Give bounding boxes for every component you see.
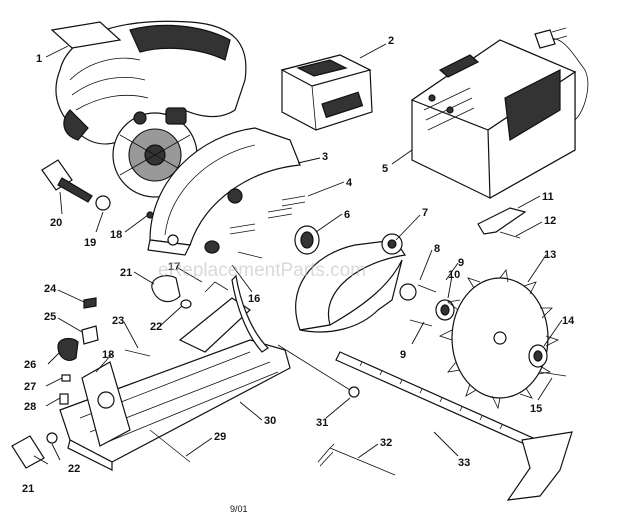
callout-label: 19 xyxy=(84,237,96,249)
callout-label: 5 xyxy=(382,163,388,175)
callout-label: 18 xyxy=(102,349,114,361)
battery-charger xyxy=(410,27,589,200)
outer-washer xyxy=(528,344,548,368)
callout-label: 18 xyxy=(110,229,122,241)
edge-guide xyxy=(335,351,573,501)
watermark-text: eReplacementParts.com xyxy=(158,260,366,281)
callout-label: 30 xyxy=(264,415,276,427)
callout-label: 17 xyxy=(168,261,180,273)
callout-label: 26 xyxy=(24,359,36,371)
blade-hub-parts xyxy=(399,283,455,327)
callout-label: 2 xyxy=(388,35,394,47)
upper-blade-guard xyxy=(147,127,301,256)
depth-lock-parts xyxy=(57,297,99,405)
callout-label: 1 xyxy=(36,53,42,65)
callout-label: 12 xyxy=(544,215,556,227)
pins-shafts xyxy=(149,274,360,463)
callout-label: 4 xyxy=(346,177,353,189)
callout-label: 32 xyxy=(380,437,392,449)
callout-label: 14 xyxy=(562,315,575,327)
callout-label: 33 xyxy=(458,457,470,469)
callout-label: 6 xyxy=(344,209,350,221)
base-shoe xyxy=(59,297,291,471)
callout-label: 21 xyxy=(120,267,132,279)
callout-label: 8 xyxy=(434,243,440,255)
callout-label: 9 xyxy=(400,349,406,361)
blade-lock-lever xyxy=(477,207,527,235)
saw-blade xyxy=(438,269,560,410)
battery-pack xyxy=(280,54,373,131)
small-parts xyxy=(41,159,320,255)
hex-wrench xyxy=(317,443,396,476)
knobs-washers xyxy=(11,275,229,469)
callout-label: 11 xyxy=(542,191,554,203)
callout-label: 29 xyxy=(214,431,226,443)
revision-date: 9/01 xyxy=(230,504,248,514)
callout-label: 3 xyxy=(322,151,328,163)
callout-label: 25 xyxy=(44,311,56,323)
leader-lines xyxy=(33,43,563,465)
callout-label: 10 xyxy=(448,269,460,281)
callout-label: 22 xyxy=(150,321,162,333)
callout-label: 24 xyxy=(44,283,57,295)
callout-label: 28 xyxy=(24,401,36,413)
callout-label: 21 xyxy=(22,483,34,495)
callout-label: 13 xyxy=(544,249,556,261)
callout-label: 16 xyxy=(248,293,260,305)
callout-label: 15 xyxy=(530,403,542,415)
callout-label: 22 xyxy=(68,463,80,475)
callout-label: 27 xyxy=(24,381,36,393)
callout-labels: 1 2 3 4 5 6 7 8 9 10 11 12 13 14 15 16 1… xyxy=(22,35,575,495)
callout-label: 23 xyxy=(112,315,124,327)
callout-label: 20 xyxy=(50,217,62,229)
callout-label: 9 xyxy=(458,257,464,269)
callout-label: 7 xyxy=(422,207,428,219)
callout-label: 31 xyxy=(316,417,328,429)
